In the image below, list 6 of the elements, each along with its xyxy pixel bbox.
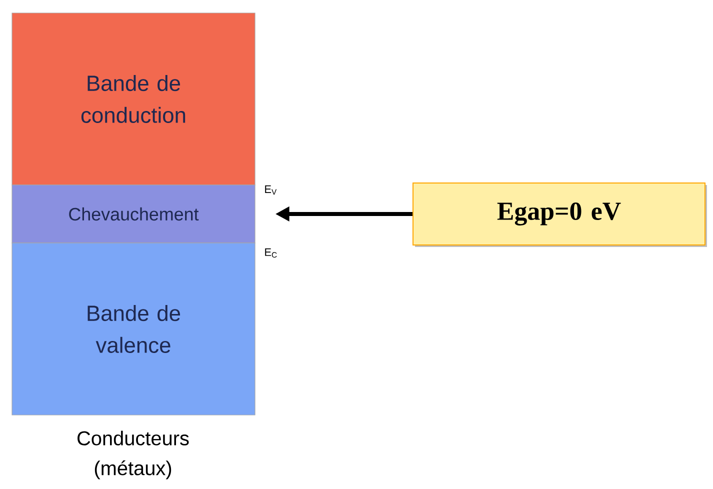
callout-box: Egap=0 eV bbox=[412, 182, 707, 247]
energy-band: Chevauchement bbox=[12, 184, 256, 244]
energy-level-label: E$_{V}$ bbox=[265, 185, 277, 195]
energy-band: Bande de valence bbox=[12, 242, 256, 416]
energy-level-label: E$_{C}$ bbox=[265, 248, 277, 258]
energy-band: Bande de conduction bbox=[12, 12, 256, 186]
